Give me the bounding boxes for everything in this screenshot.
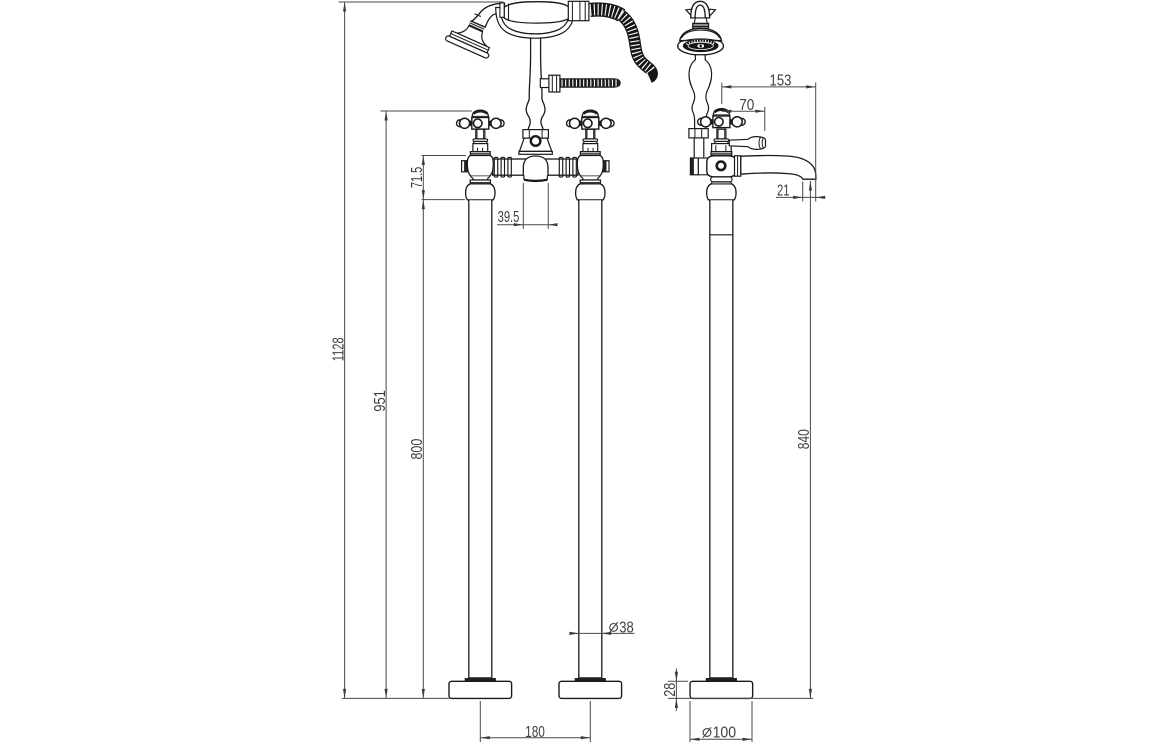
svg-text:153: 153 xyxy=(770,73,792,90)
svg-text:1128: 1128 xyxy=(330,337,347,361)
svg-text:71.5: 71.5 xyxy=(409,167,426,188)
svg-text:28: 28 xyxy=(662,683,679,697)
svg-text:840: 840 xyxy=(796,429,813,449)
svg-text:951: 951 xyxy=(372,390,389,412)
svg-text:800: 800 xyxy=(409,438,426,459)
svg-text:21: 21 xyxy=(777,183,790,200)
svg-text:39.5: 39.5 xyxy=(498,209,520,226)
svg-text:38: 38 xyxy=(619,619,634,636)
svg-text:70: 70 xyxy=(739,97,754,114)
svg-text:100: 100 xyxy=(713,725,737,742)
svg-text:180: 180 xyxy=(525,724,545,741)
